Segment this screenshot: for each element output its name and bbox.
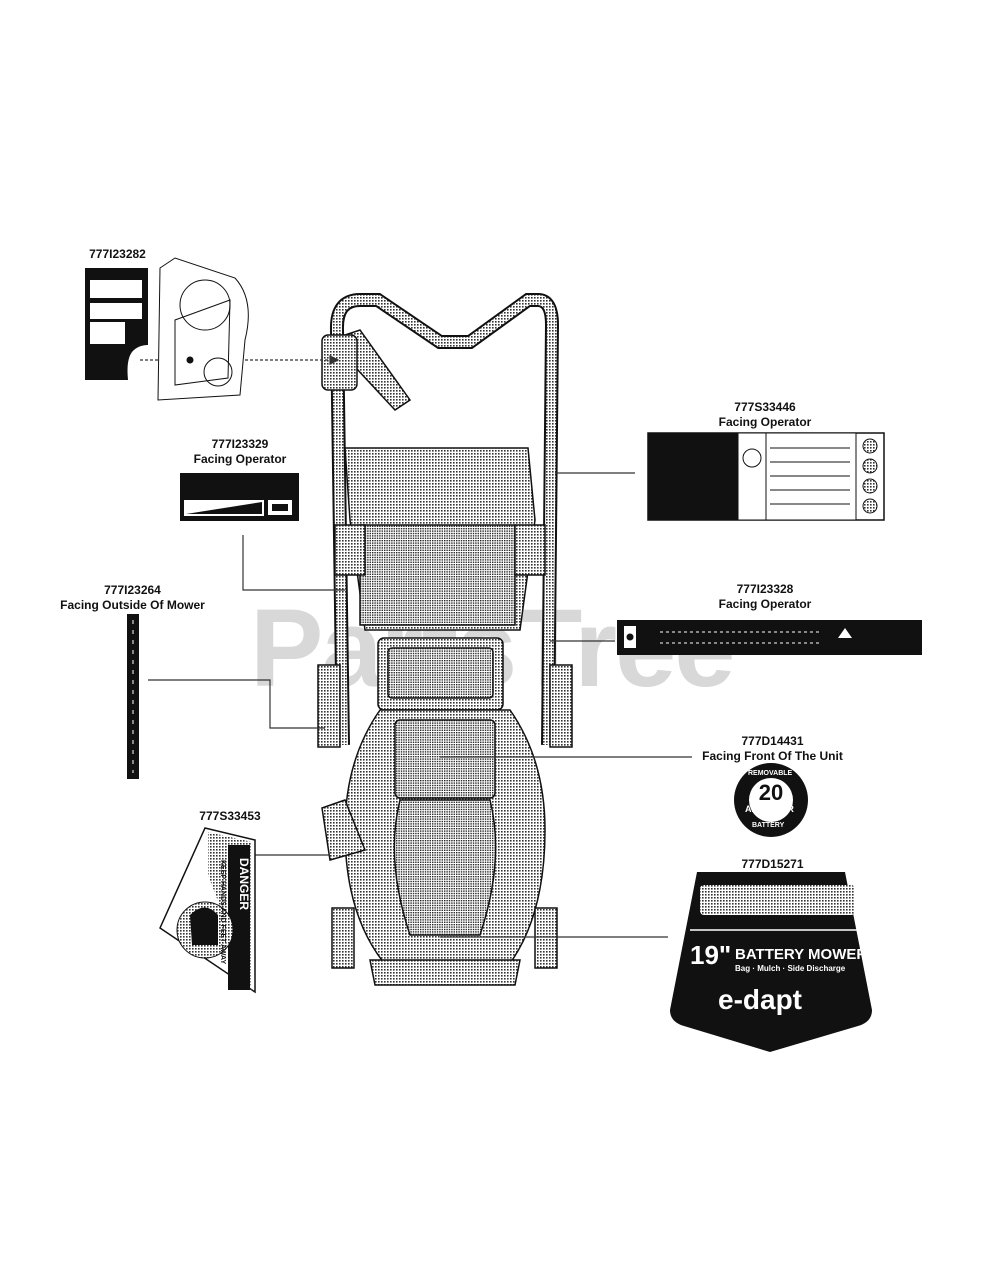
decal-777I23264 [127,614,139,779]
decal-777D15271 [670,872,872,1052]
hood-size: 19" [690,940,732,970]
part-number: 777I23264 [104,583,161,597]
danger-line: KEEP HANDS AND FEET AWAY [219,860,226,965]
part-note: Facing Outside Of Mower [60,598,205,612]
callout-777S33453: 777S33453 [190,809,270,824]
amp-badge-bottom: BATTERY [752,822,785,829]
part-number: 777S33453 [199,809,261,823]
callout-777I23328: 777I23328 Facing Operator [695,582,835,612]
callout-777I23264: 777I23264 Facing Outside Of Mower [40,583,225,613]
part-note: Facing Operator [718,597,812,611]
amp-badge-number: 20 [758,780,784,805]
callout-777D15271: 777D15271 [730,857,815,872]
part-note: Facing Operator [193,452,287,466]
part-number: 777S33446 [734,400,796,414]
hood-logo: e-dapt [718,984,802,1015]
part-number: 777I23329 [211,437,269,451]
hood-title: BATTERY MOWER [735,946,868,963]
part-note: Facing Front Of The Unit [702,749,843,763]
amp-badge-top: REMOVABLE [748,770,793,777]
decal-777I23282 [85,257,249,401]
callout-777I23329: 777I23329 Facing Operator [170,437,310,467]
decal-777S33446 [647,432,885,521]
part-number: 777D15271 [741,857,804,871]
callout-777S33446: 777S33446 Facing Operator [695,400,835,430]
leader-lines [140,355,692,938]
part-number: 777I23282 [89,247,146,261]
callout-777D14431: 777D14431 Facing Front Of The Unit [690,734,855,764]
decal-777I23328 [617,620,922,655]
danger-title: DANGER [237,858,251,911]
part-note: Facing Operator [718,415,812,429]
amp-badge-middle: AMP HOUR [745,804,794,814]
part-number: 777D14431 [741,734,804,748]
hood-sub: Bag · Mulch · Side Discharge [735,964,846,973]
decal-777I23329 [180,473,299,521]
callout-777I23282: 777I23282 [85,247,150,262]
decal-777D14431 [734,763,808,837]
part-number: 777I23328 [736,582,794,596]
decal-777S33453 [159,827,256,994]
mower-body [317,293,573,986]
